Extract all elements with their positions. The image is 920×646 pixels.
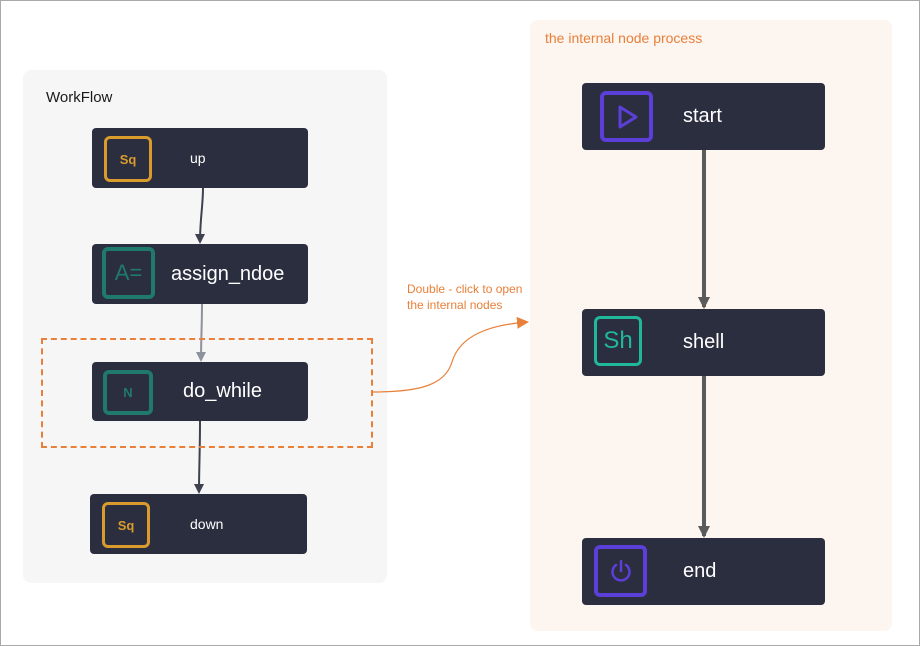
node-end-label: end xyxy=(683,560,717,582)
power-icon xyxy=(594,545,647,597)
annotation-line-1: Double - click to open xyxy=(407,282,523,296)
node-shell-label: shell xyxy=(683,331,725,353)
play-icon-glyph xyxy=(618,105,637,128)
node-start[interactable]: start xyxy=(582,83,825,150)
node-end[interactable]: end xyxy=(582,538,825,605)
node-start-label: start xyxy=(683,105,722,127)
assign-icon: A= xyxy=(102,247,155,299)
n-icon: N xyxy=(103,370,153,415)
annotation-line-2: the internal nodes xyxy=(407,298,503,312)
node-up[interactable]: Sq up xyxy=(92,128,308,188)
node-shell[interactable]: Sh shell xyxy=(582,309,825,376)
node-up-label: up xyxy=(190,150,206,166)
node-assign-ndoe[interactable]: A= assign_ndoe xyxy=(92,244,308,304)
node-do-while[interactable]: N do_while xyxy=(92,362,308,421)
node-do-while-label: do_while xyxy=(183,380,262,402)
internal-process-title: the internal node process xyxy=(545,30,703,46)
sq-icon: Sq xyxy=(104,136,152,182)
shell-icon: Sh xyxy=(594,316,642,366)
do-while-highlight-box xyxy=(41,338,373,448)
node-down-label: down xyxy=(190,516,224,532)
double-click-annotation: Double - click to open the internal node… xyxy=(407,281,522,313)
sq-icon: Sq xyxy=(102,502,150,548)
power-icon-glyph xyxy=(610,559,631,582)
workflow-title: WorkFlow xyxy=(46,89,113,106)
node-down[interactable]: Sq down xyxy=(90,494,307,554)
node-assign-label: assign_ndoe xyxy=(171,262,285,285)
play-icon xyxy=(600,91,653,142)
